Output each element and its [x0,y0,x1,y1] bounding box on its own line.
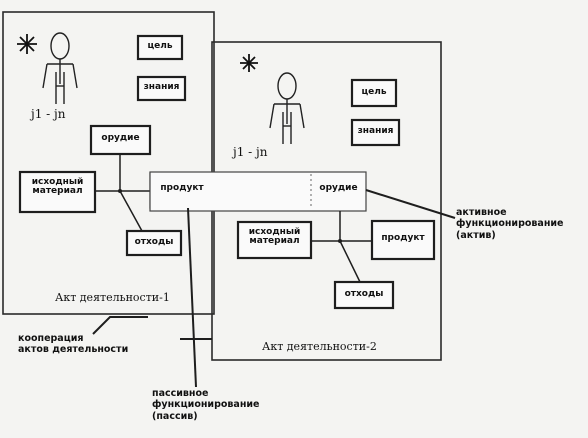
act2-knowledge-box [350,118,401,147]
star-icon-2 [240,54,258,72]
act2-waste-label: отходы [344,289,384,299]
act1-caption: Акт деятельности-1 [55,291,170,304]
act2-goal-box [350,78,398,108]
act1-goal-label: цель [147,41,173,51]
shared-product-band [149,171,367,212]
passive-leader-line [187,207,197,388]
active-annotation: активное функционирование (актив) [456,207,564,241]
active-leader-line [365,189,456,219]
star-icon-1 [17,34,37,54]
act1-goal-box [136,34,184,61]
act1-tool-label: орудие [101,133,140,143]
act1-source-label: исходный материал [31,177,84,197]
act1-tool-box [89,124,152,156]
cooperation-leader-line [92,316,148,335]
act2-roles-label: j1 - jn [233,145,268,159]
act2-product-label: продукт [381,233,425,243]
cooperation-annotation: кооперация актов деятельности [18,333,129,356]
person-icon-1 [42,32,78,104]
act1-knowledge-label: знания [143,82,180,92]
act2-product-box [370,219,436,261]
act1-product-label: продукт [160,183,204,193]
act2-tool-label: орудие [319,183,358,193]
act2-waste-box [333,280,395,310]
act1-knowledge-box [136,75,187,102]
act2-caption: Акт деятельности-2 [262,340,377,353]
act1-roles-label: j1 - jn [31,107,66,121]
act1-waste-label: отходы [134,237,174,247]
person-icon-2 [269,72,305,144]
activity-frame-1 [2,11,215,315]
act2-source-box [236,220,313,260]
act1-source-box [18,170,97,214]
passive-annotation: пассивное функционирование (пассив) [152,388,260,422]
act2-source-label: исходный материал [248,227,301,247]
act2-knowledge-label: знания [357,126,394,136]
act2-goal-label: цель [361,87,387,97]
act1-waste-box [125,229,183,257]
